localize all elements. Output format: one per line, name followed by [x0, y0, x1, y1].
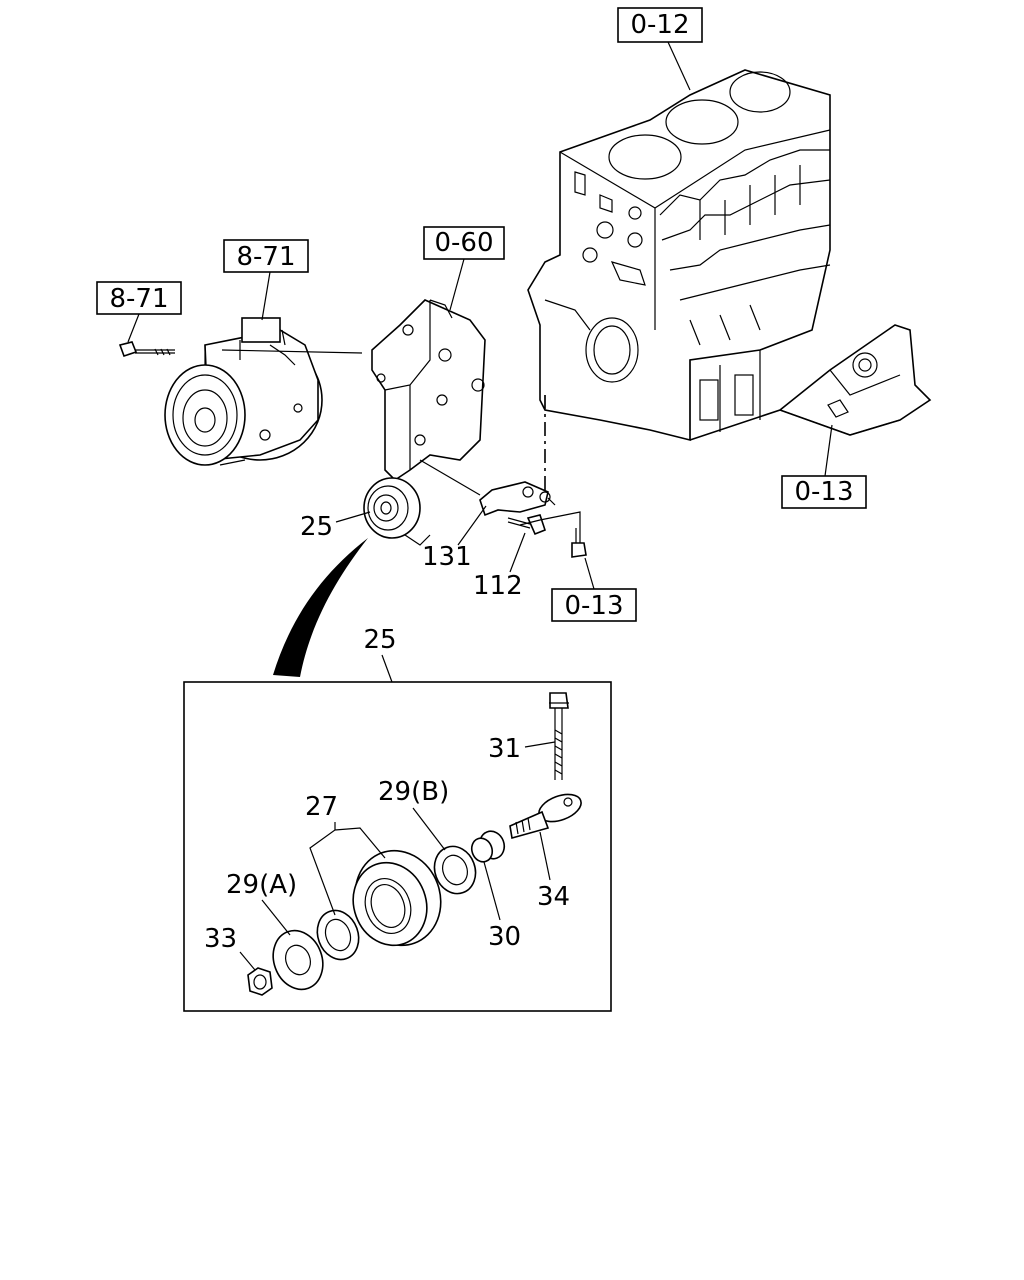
callout-33: 33	[204, 924, 237, 954]
svg-text:0-13: 0-13	[794, 477, 853, 507]
bolt-112	[507, 514, 546, 536]
callout-29b: 29(B)	[378, 777, 449, 807]
oil-pan	[544, 324, 932, 441]
spacer-30	[470, 830, 506, 863]
detail-pointer-arrow	[273, 538, 368, 677]
ref-box-compressor-bolt: 8-71	[96, 281, 182, 343]
svg-text:0-12: 0-12	[630, 10, 689, 40]
callout-29a: 29(A)	[226, 870, 297, 900]
svg-text:0-13: 0-13	[564, 591, 623, 621]
bearing-27	[316, 909, 360, 961]
bearing-29b	[433, 845, 477, 895]
ref-box-block: 0-12	[617, 7, 703, 91]
compressor-bolt	[118, 341, 175, 358]
ref-box-bracket: 0-60	[423, 226, 505, 311]
idler-pulley-installed	[363, 477, 431, 546]
bracket-131	[479, 481, 551, 517]
bolt-31	[549, 692, 569, 780]
svg-text:0-60: 0-60	[434, 228, 493, 258]
engine-block	[527, 69, 831, 442]
detail-title: 25	[363, 625, 396, 655]
callout-27: 27	[305, 792, 338, 822]
svg-text:8-71: 8-71	[109, 284, 168, 314]
callout-25: 25	[300, 512, 333, 542]
ref-box-stud: 0-13	[551, 557, 637, 622]
callout-131: 131	[422, 542, 472, 572]
compressor-bracket	[371, 299, 486, 482]
svg-text:8-71: 8-71	[236, 242, 295, 272]
shaft-34	[509, 793, 582, 840]
ref-box-oil-pan: 0-13	[781, 424, 867, 509]
nut-33	[247, 967, 273, 996]
stud-bolt	[571, 528, 587, 558]
callout-30: 30	[488, 922, 521, 952]
callout-112: 112	[473, 571, 523, 601]
callout-34: 34	[537, 882, 570, 912]
detail-view-25: 25 31 34 30 29(B	[183, 625, 612, 1012]
callout-31: 31	[488, 734, 521, 764]
pulley-27	[352, 849, 442, 947]
ref-box-compressor: 8-71	[223, 239, 309, 321]
ac-compressor	[164, 317, 323, 466]
